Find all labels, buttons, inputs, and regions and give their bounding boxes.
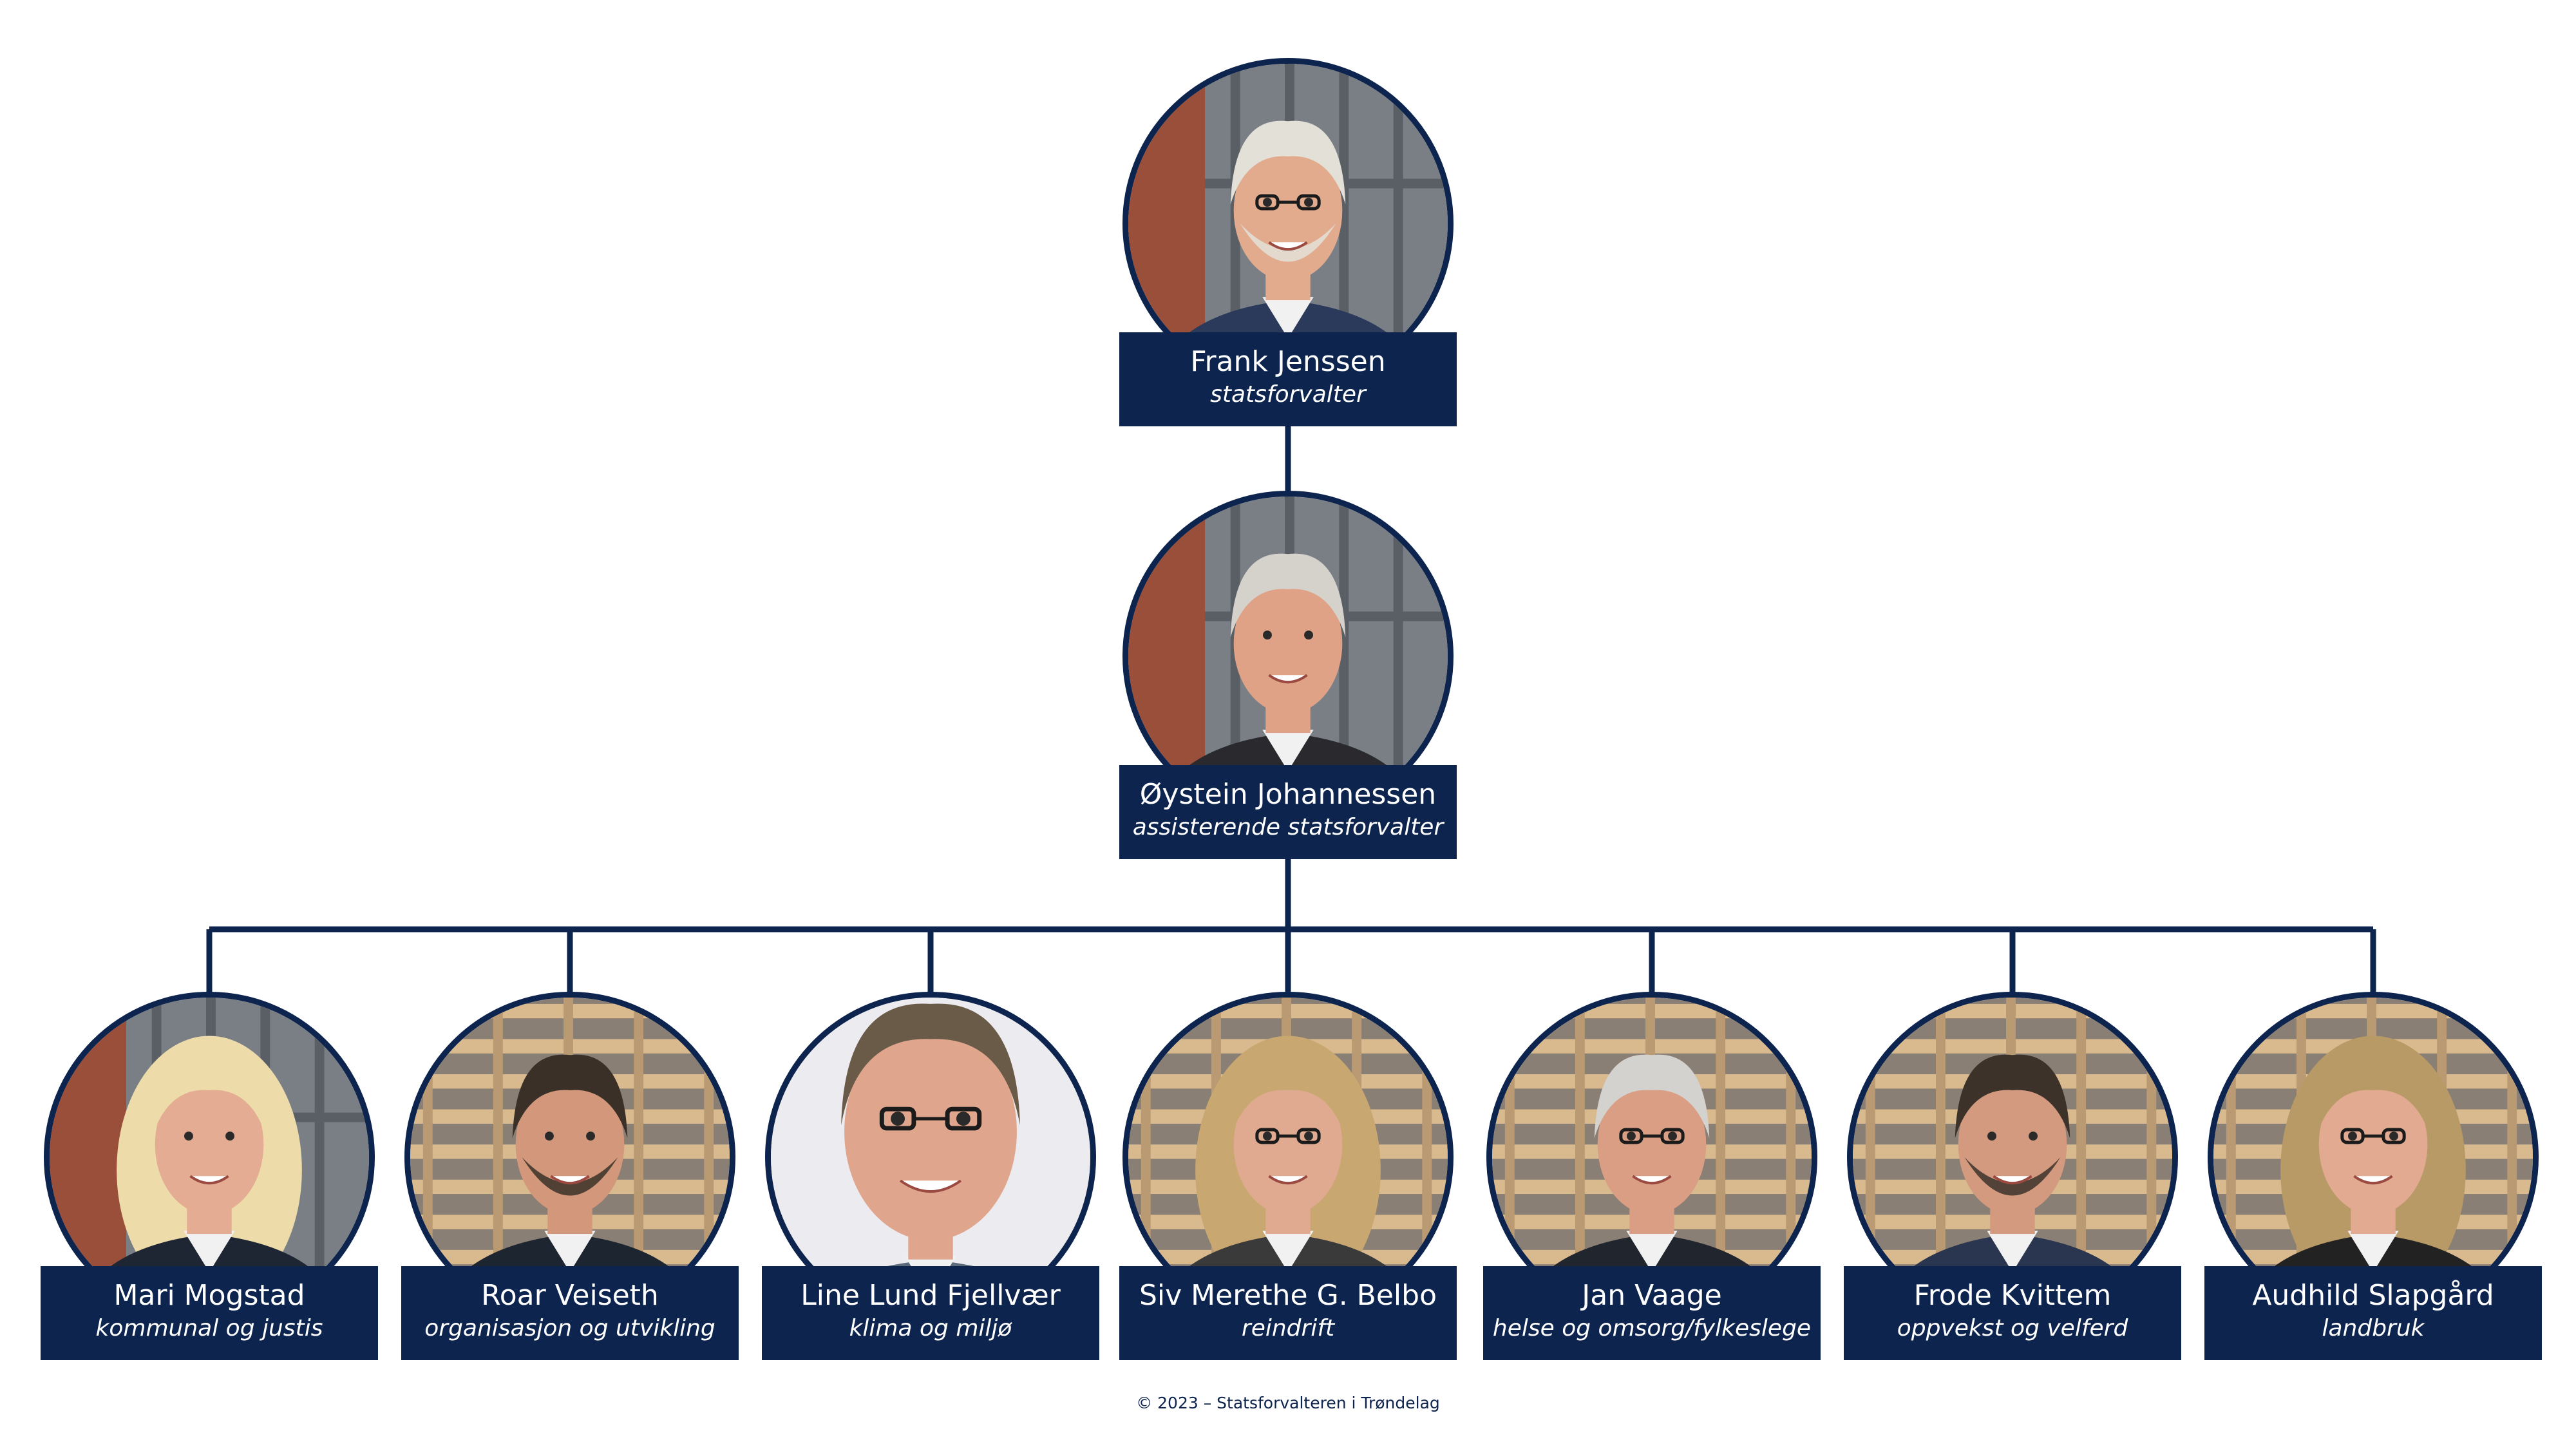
person-name: Frank Jenssen [1190, 345, 1386, 378]
person-name: Mari Mogstad [113, 1279, 305, 1312]
person-role: oppvekst og velferd [1897, 1315, 2128, 1341]
person-role: klima og miljø [849, 1315, 1012, 1341]
person-name: Frode Kvittem [1913, 1279, 2112, 1312]
person-name: Audhild Slapgård [2252, 1279, 2494, 1312]
name-label: Siv Merethe G. Belbo reindrift [1119, 1266, 1457, 1360]
copyright-footer: © 2023 – Statsforvalteren i Trøndelag [1136, 1394, 1440, 1412]
name-label: Frank Jenssen statsforvalter [1119, 332, 1457, 426]
name-label: Mari Mogstad kommunal og justis [41, 1266, 378, 1360]
name-label: Jan Vaage helse og omsorg/fylkeslege [1483, 1266, 1821, 1360]
person-name: Line Lund Fjellvær [800, 1279, 1061, 1312]
name-label: Roar Veiseth organisasjon og utvikling [401, 1266, 739, 1360]
person-name: Roar Veiseth [481, 1279, 659, 1312]
person-role: reindrift [1241, 1315, 1335, 1341]
portrait-photo [1122, 491, 1454, 822]
name-label: Audhild Slapgård landbruk [2204, 1266, 2542, 1360]
person-name: Siv Merethe G. Belbo [1139, 1279, 1437, 1312]
person-role: statsforvalter [1210, 381, 1366, 408]
name-label: Øystein Johannessen assisterende statsfor… [1119, 765, 1457, 859]
person-role: organisasjon og utvikling [424, 1315, 715, 1341]
person-role: helse og omsorg/fylkeslege [1492, 1315, 1812, 1341]
person-role: assisterende statsforvalter [1132, 814, 1444, 840]
name-label: Frode Kvittem oppvekst og velferd [1844, 1266, 2181, 1360]
person-name: Jan Vaage [1582, 1279, 1722, 1312]
person-role: landbruk [2322, 1315, 2425, 1341]
person-role: kommunal og justis [95, 1315, 323, 1341]
person-name: Øystein Johannessen [1139, 778, 1437, 811]
name-label: Line Lund Fjellvær klima og miljø [762, 1266, 1099, 1360]
